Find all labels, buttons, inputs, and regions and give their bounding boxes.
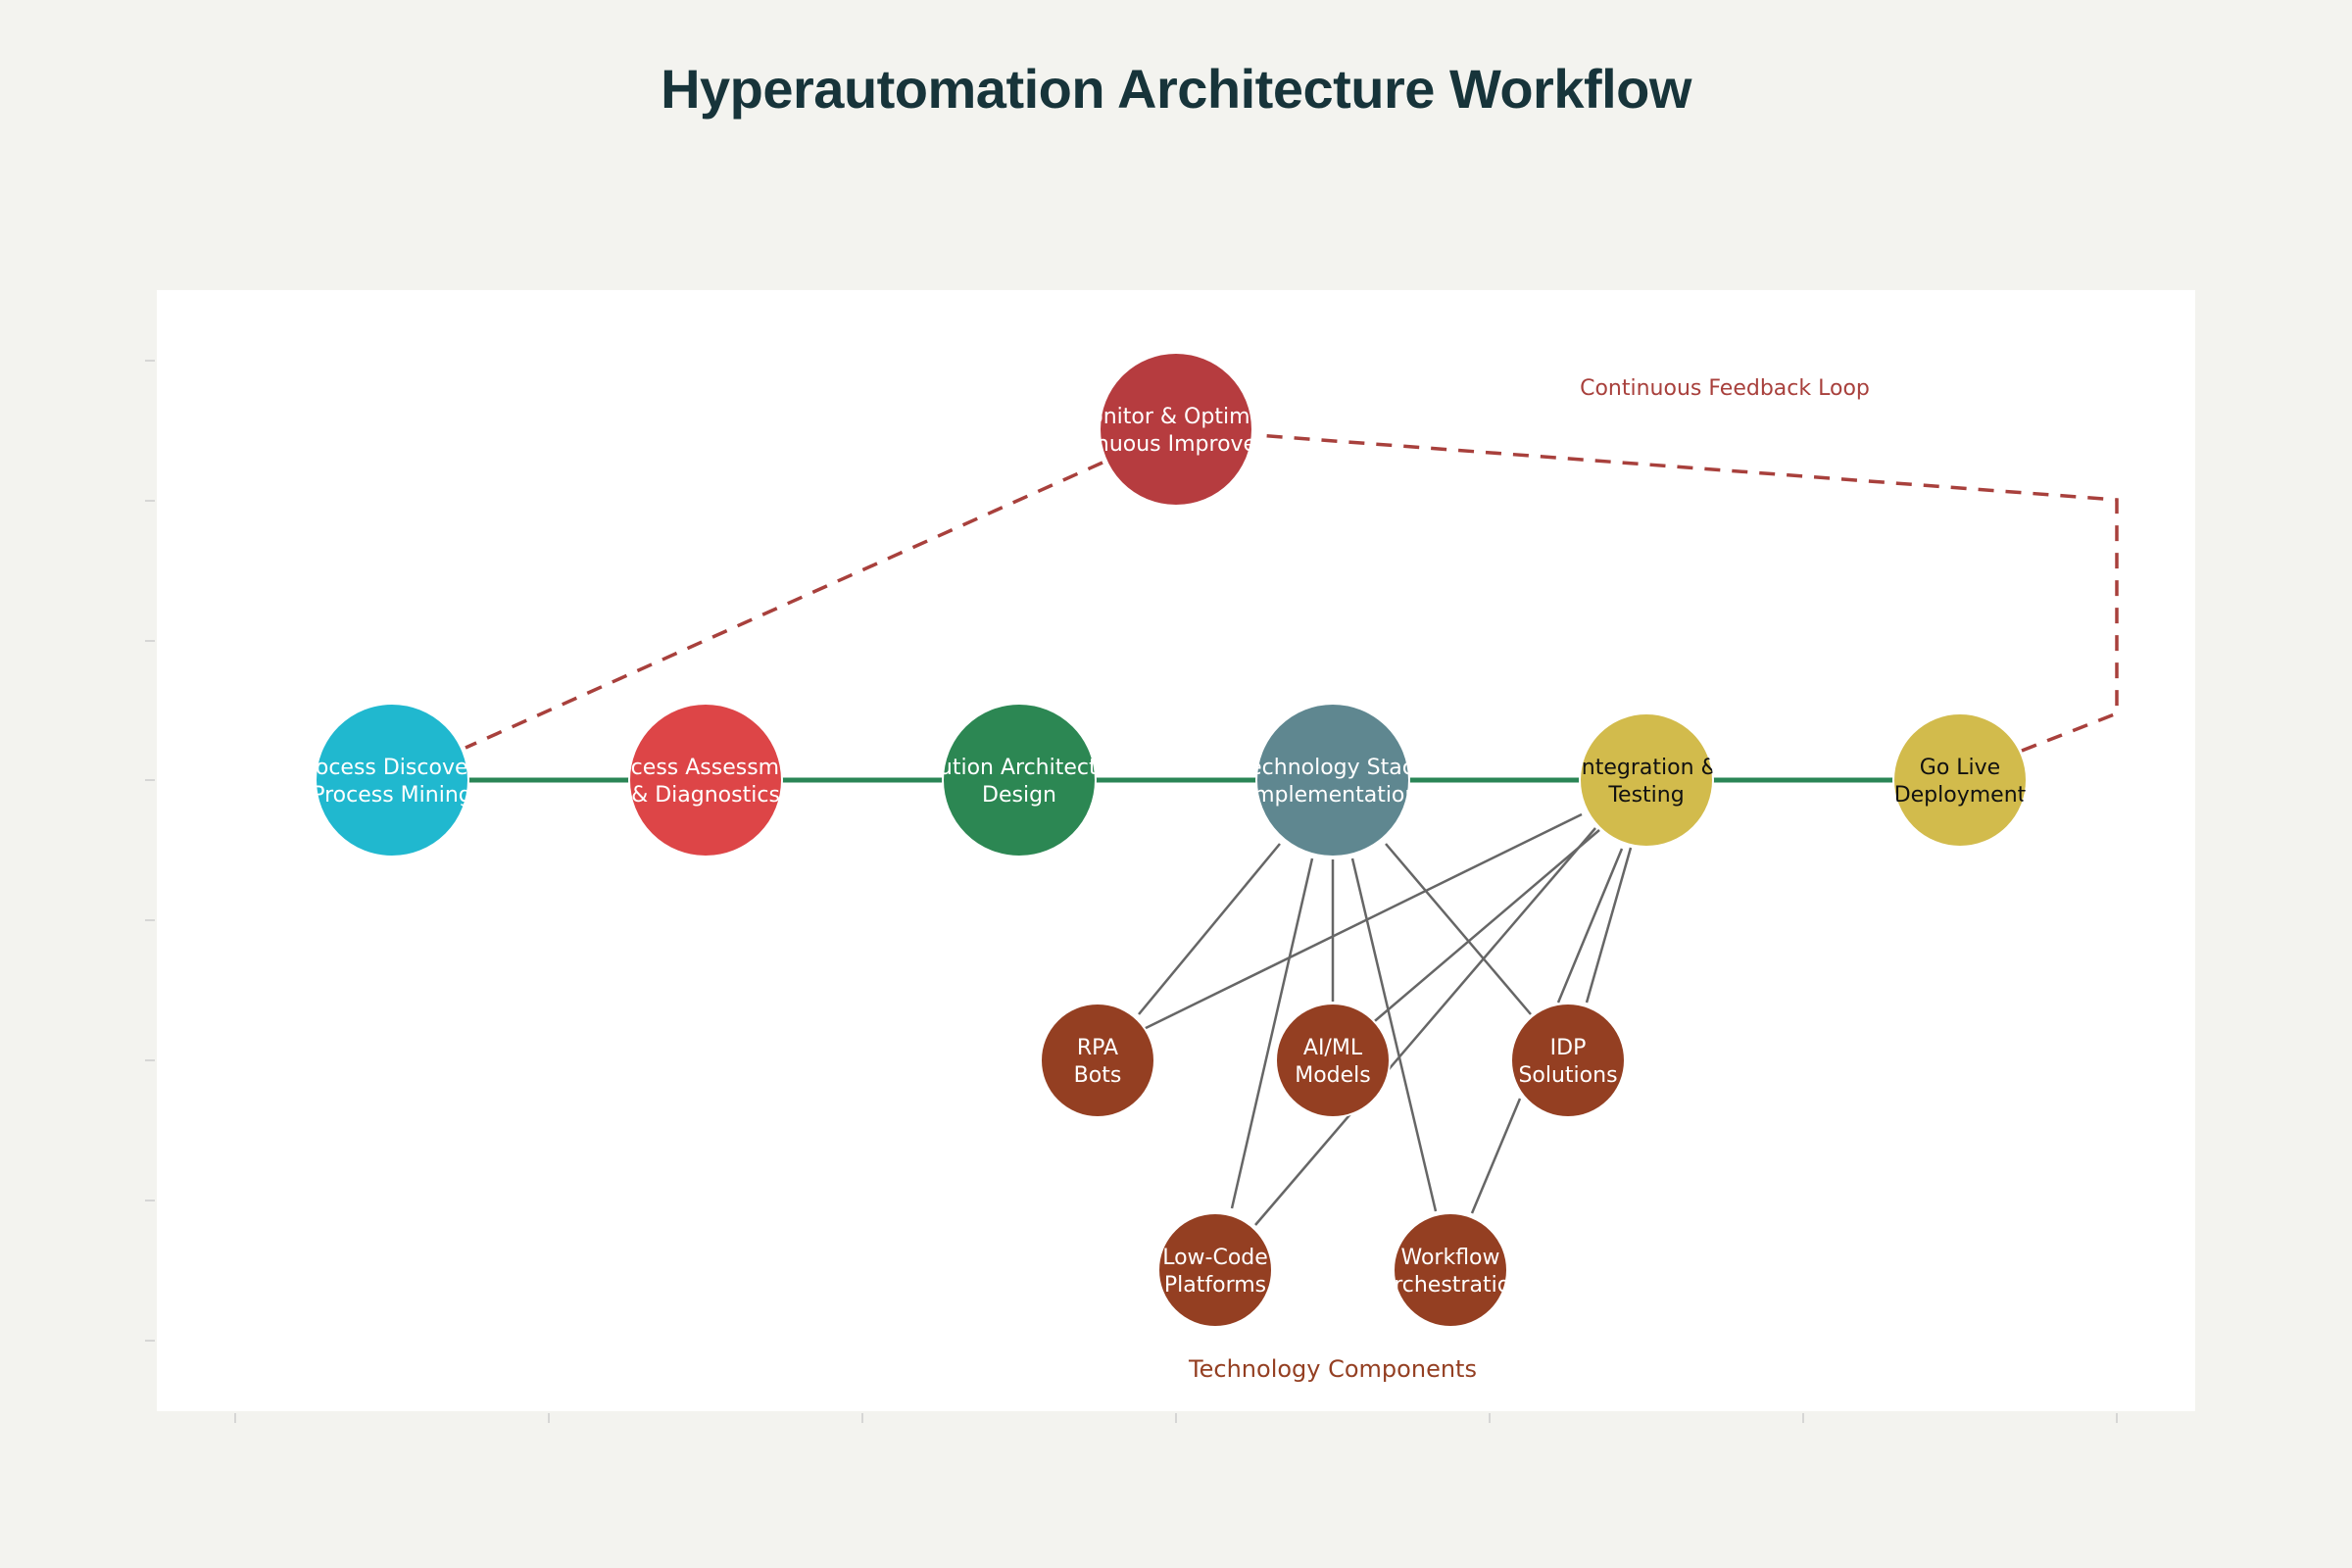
node-circle (315, 703, 469, 858)
node-idp-solutions: IDP Solutions (1510, 1003, 1626, 1118)
node-label: & Diagnostics (631, 783, 780, 808)
component-link (1138, 843, 1281, 1015)
node-label: Deployment (1894, 783, 2027, 808)
node-label: Low-Code (1162, 1246, 1268, 1270)
axis-ticks (145, 360, 2118, 1423)
node-circle (1579, 712, 1714, 848)
node-label: Testing (1607, 783, 1684, 808)
node-circle (1255, 703, 1410, 858)
node-integration-testing: Integration & Testing (1575, 712, 1717, 848)
node-circle (1040, 1003, 1155, 1118)
component-link (1230, 858, 1314, 1209)
node-circle (628, 703, 783, 858)
node-label: Models (1295, 1063, 1371, 1088)
node-label: Process Assessment (597, 756, 815, 780)
node-label: RPA (1077, 1036, 1118, 1060)
component-link (1350, 858, 1438, 1212)
feedback-loop-label: Continuous Feedback Loop (1580, 376, 1870, 401)
node-label: Orchestration (1377, 1273, 1524, 1298)
node-label: IDP (1550, 1036, 1587, 1060)
component-links (1138, 812, 1633, 1226)
node-process-assessment: Process Assessment & Diagnostics (597, 703, 815, 858)
node-label: Process Mining (312, 783, 472, 808)
node-label: Monitor & Optimize (1071, 405, 1280, 429)
component-link (1556, 848, 1624, 1004)
node-rpa-bots: RPA Bots (1040, 1003, 1155, 1118)
feedback-path-restart (465, 461, 1103, 750)
technology-components-label: Technology Components (1188, 1355, 1477, 1383)
node-circle (1393, 1212, 1508, 1328)
node-circle (1099, 352, 1253, 507)
node-circle (1275, 1003, 1391, 1118)
node-label: Platforms (1164, 1273, 1266, 1298)
node-label: Process Discovery (294, 756, 489, 780)
component-link (1470, 1098, 1522, 1214)
node-label: AI/ML (1303, 1036, 1363, 1060)
node-label: Continuous Improvement (1039, 432, 1313, 457)
feedback-loop-lines (465, 433, 2119, 753)
component-link (1369, 829, 1600, 1026)
component-link (1585, 847, 1633, 1004)
node-label: Solutions (1518, 1063, 1617, 1088)
node-ai-ml-models: AI/ML Models (1275, 1003, 1391, 1118)
page-title: Hyperautomation Architecture Workflow (661, 58, 1691, 120)
node-label: Workflow (1400, 1246, 1499, 1270)
node-label: Implementation (1248, 783, 1419, 808)
node-label: Technology Stack (1238, 756, 1426, 780)
node-label: Go Live (1920, 756, 2000, 780)
node-label: Integration & (1575, 756, 1717, 780)
feedback-path-return (1255, 433, 2119, 753)
node-circle (1892, 712, 2028, 848)
node-circle (1157, 1212, 1273, 1328)
component-link (1139, 812, 1583, 1033)
node-label: Solution Architecture (906, 756, 1132, 780)
node-circle (1510, 1003, 1626, 1118)
node-label: Bots (1074, 1063, 1122, 1088)
component-link (1254, 827, 1596, 1226)
component-link (1385, 843, 1532, 1015)
node-circle (942, 703, 1097, 858)
node-label: Design (982, 783, 1056, 808)
